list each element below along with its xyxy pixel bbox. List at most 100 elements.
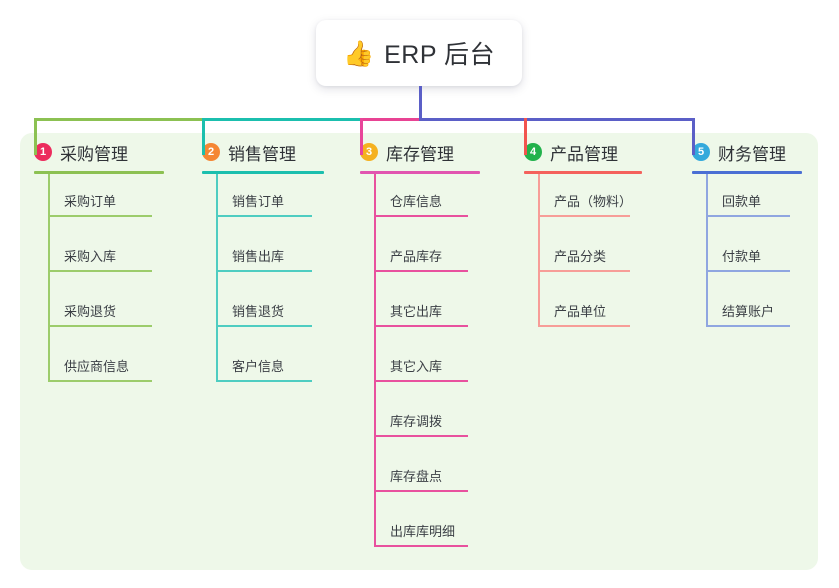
connector-trunk <box>419 86 422 121</box>
leaf-item[interactable]: 产品（物料） <box>538 191 633 217</box>
connector-drop-3 <box>360 118 363 155</box>
connector-drop-5 <box>692 118 695 155</box>
leaf-label: 供应商信息 <box>64 359 130 374</box>
branch-title: 销售管理 <box>228 144 296 164</box>
branch-spine <box>216 174 218 382</box>
branch-underline <box>202 171 324 174</box>
leaf-underline <box>706 325 790 327</box>
branch-underline <box>34 171 164 174</box>
leaf-underline <box>48 270 152 272</box>
leaf-item[interactable]: 其它入库 <box>374 356 468 382</box>
leaf-item[interactable]: 出库库明细 <box>374 521 468 547</box>
leaf-item[interactable]: 客户信息 <box>216 356 312 382</box>
leaf-underline <box>706 270 790 272</box>
branch-underline <box>524 171 642 174</box>
leaf-item[interactable]: 库存盘点 <box>374 466 468 492</box>
leaf-item[interactable]: 其它出库 <box>374 301 468 327</box>
leaf-underline <box>538 215 630 217</box>
branch-spine <box>706 174 708 327</box>
leaf-item[interactable]: 采购退货 <box>48 301 152 327</box>
leaf-item[interactable]: 供应商信息 <box>48 356 152 382</box>
branch-column-3: 3 库存管理仓库信息产品库存其它出库其它入库库存调拨库存盘点出库库明细 <box>360 133 480 547</box>
leaf-underline <box>216 380 312 382</box>
leaf-label: 出库库明细 <box>390 524 456 539</box>
leaf-underline <box>48 380 152 382</box>
leaf-label: 付款单 <box>722 249 762 264</box>
connector-segment-2 <box>202 118 360 121</box>
connector-drop-1 <box>34 118 37 155</box>
leaf-item[interactable]: 产品分类 <box>538 246 630 272</box>
leaf-label: 采购退货 <box>64 304 117 319</box>
leaf-item[interactable]: 采购订单 <box>48 191 152 217</box>
leaf-underline <box>538 270 630 272</box>
thumbs-up-icon: 👍 <box>342 39 375 68</box>
leaf-underline <box>374 435 468 437</box>
connector-segment-4 <box>419 118 692 121</box>
leaf-underline <box>48 325 152 327</box>
leaf-item[interactable]: 销售出库 <box>216 246 312 272</box>
leaf-underline <box>216 270 312 272</box>
leaf-item[interactable]: 库存调拨 <box>374 411 468 437</box>
leaf-underline <box>216 325 312 327</box>
leaf-label: 回款单 <box>722 194 762 209</box>
leaf-item[interactable]: 结算账户 <box>706 301 790 327</box>
branch-underline <box>692 171 802 174</box>
leaf-item[interactable]: 销售退货 <box>216 301 312 327</box>
leaf-label: 其它入库 <box>390 359 443 374</box>
branch-title: 库存管理 <box>386 144 454 164</box>
root-node[interactable]: 👍 ERP 后台 <box>316 20 522 86</box>
leaf-label: 客户信息 <box>232 359 285 374</box>
leaf-underline <box>216 215 312 217</box>
leaf-label: 销售订单 <box>232 194 285 209</box>
leaf-underline <box>374 325 468 327</box>
branch-number-badge: 3 <box>360 143 378 161</box>
branch-number-badge: 1 <box>34 143 52 161</box>
leaf-label: 产品（物料） <box>554 194 633 209</box>
leaf-item[interactable]: 付款单 <box>706 246 790 272</box>
branch-title: 产品管理 <box>550 144 618 164</box>
root-node-title: ERP 后台 <box>384 41 496 69</box>
leaf-underline <box>48 215 152 217</box>
branch-underline <box>360 171 480 174</box>
branch-title: 采购管理 <box>60 144 128 164</box>
branch-header-1[interactable]: 1 采购管理 <box>34 133 164 171</box>
leaf-item[interactable]: 回款单 <box>706 191 790 217</box>
leaf-label: 产品分类 <box>554 249 607 264</box>
leaf-item[interactable]: 采购入库 <box>48 246 152 272</box>
leaf-underline <box>374 380 468 382</box>
leaf-label: 库存盘点 <box>390 469 443 484</box>
branch-header-3[interactable]: 3 库存管理 <box>360 133 480 171</box>
leaf-label: 库存调拨 <box>390 414 443 429</box>
leaf-label: 产品库存 <box>390 249 443 264</box>
leaf-item[interactable]: 销售订单 <box>216 191 312 217</box>
branch-spine <box>374 174 376 547</box>
leaf-item[interactable]: 仓库信息 <box>374 191 468 217</box>
branch-header-2[interactable]: 2 销售管理 <box>202 133 324 171</box>
leaf-label: 销售出库 <box>232 249 285 264</box>
leaf-label: 采购入库 <box>64 249 117 264</box>
branch-spine <box>48 174 50 382</box>
leaf-label: 其它出库 <box>390 304 443 319</box>
leaf-underline <box>706 215 790 217</box>
leaf-label: 销售退货 <box>232 304 285 319</box>
leaf-underline <box>374 490 468 492</box>
connector-segment-3 <box>360 118 419 121</box>
leaf-item[interactable]: 产品单位 <box>538 301 630 327</box>
leaf-item[interactable]: 产品库存 <box>374 246 468 272</box>
branch-spine <box>538 174 540 327</box>
leaf-label: 产品单位 <box>554 304 607 319</box>
connector-drop-2 <box>202 118 205 155</box>
branch-column-2: 2 销售管理销售订单销售出库销售退货客户信息 <box>202 133 324 382</box>
leaf-label: 结算账户 <box>722 304 775 319</box>
branch-number-badge: 2 <box>202 143 220 161</box>
branch-number-badge: 5 <box>692 143 710 161</box>
connector-drop-4 <box>524 118 527 155</box>
leaf-underline <box>538 325 630 327</box>
leaf-underline <box>374 270 468 272</box>
leaf-underline <box>374 545 468 547</box>
